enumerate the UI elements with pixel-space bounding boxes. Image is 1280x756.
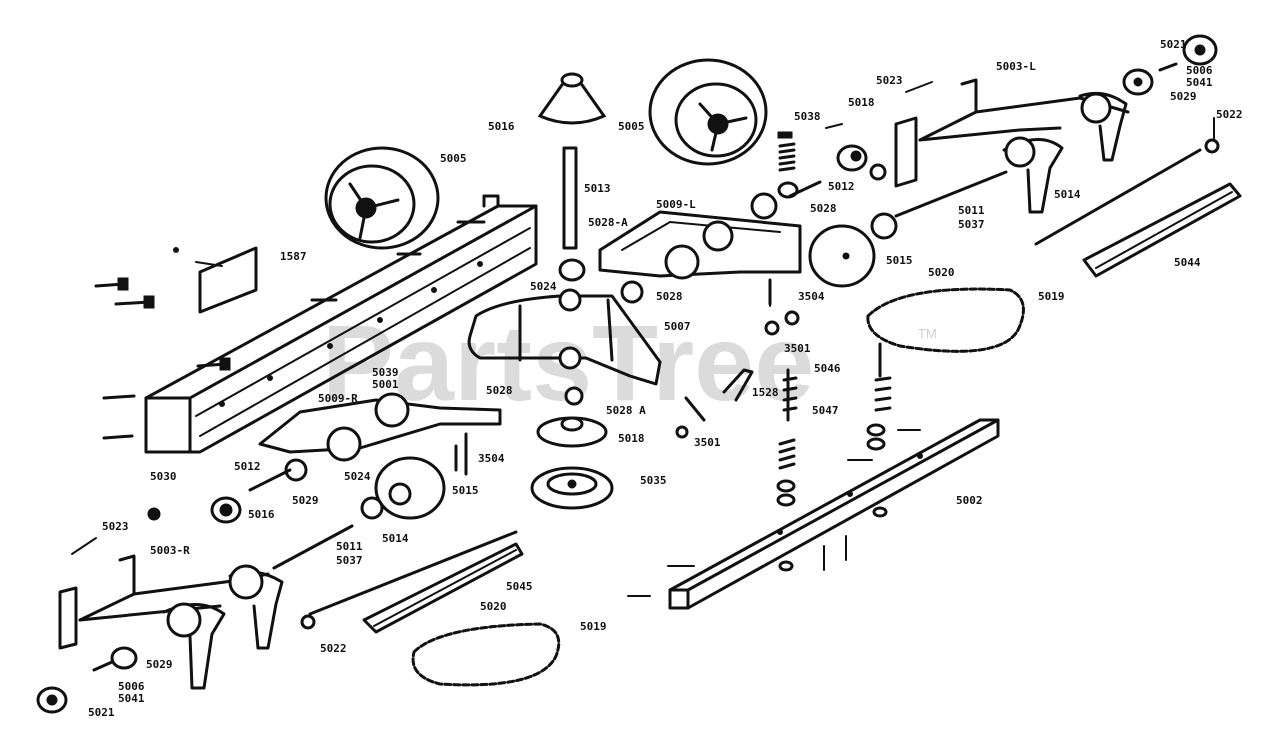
label-5009-R: 5009-R	[318, 392, 358, 405]
washer-stack[interactable]	[776, 423, 921, 572]
label-5012-left: 5012	[234, 460, 261, 473]
label-5022-top: 5022	[1216, 108, 1243, 121]
bar-5002[interactable]	[627, 418, 1000, 610]
label-5024-left: 5024	[344, 470, 371, 483]
label-5024-top: 5024	[530, 280, 557, 293]
label-5039-top: 5039	[372, 366, 399, 379]
parts-bottom-left[interactable]	[36, 537, 316, 714]
label-5019-left: 5019	[580, 620, 607, 633]
label-3501-bottom: 3501	[694, 436, 721, 449]
label-5028-A-mid: 5028 A	[606, 404, 646, 417]
label-5037-left: 5037	[336, 554, 363, 567]
label-5029-top: 5029	[1170, 90, 1197, 103]
label-5029-mid: 5029	[292, 494, 319, 507]
wheel-5005-right[interactable]	[648, 58, 768, 166]
label-5005-right: 5005	[618, 120, 645, 133]
label-5006-top: 5006	[1186, 64, 1213, 77]
label-5016-left: 5016	[248, 508, 275, 521]
label-5037-right: 5037	[958, 218, 985, 231]
spring-5018-top[interactable]	[750, 123, 1008, 240]
label-5028-mid: 5028	[486, 384, 513, 397]
pins-center[interactable]	[454, 278, 772, 476]
label-5018-center: 5018	[618, 432, 645, 445]
label-5011-right: 5011	[958, 204, 985, 217]
label-5028-center: 5028	[656, 290, 683, 303]
label-5011-left: 5011	[336, 540, 363, 553]
label-5038: 5038	[794, 110, 821, 123]
label-5007: 5007	[664, 320, 691, 333]
label-5014-right: 5014	[1054, 188, 1081, 201]
frame-5009-L[interactable]	[598, 210, 802, 280]
label-5028-top: 5028	[810, 202, 837, 215]
link-5007[interactable]	[467, 288, 662, 386]
frame-5003-L[interactable]	[894, 78, 1130, 214]
label-5014-left: 5014	[382, 532, 409, 545]
pulley-5015-right[interactable]	[808, 224, 876, 288]
label-5047: 5047	[812, 404, 839, 417]
label-5022-left: 5022	[320, 642, 347, 655]
label-5030: 5030	[150, 470, 177, 483]
label-5029-bottom: 5029	[146, 658, 173, 671]
label-5001: 5001	[372, 378, 399, 391]
frame-5009-R[interactable]	[258, 392, 502, 462]
label-5020-left: 5020	[480, 600, 507, 613]
pulley-5035[interactable]	[530, 466, 614, 510]
label-1587: 1587	[280, 250, 307, 263]
label-5016-top: 5016	[488, 120, 515, 133]
label-5041-bottom: 5041	[118, 692, 145, 705]
label-5041-top: 5041	[1186, 76, 1213, 89]
label-5018-top: 5018	[848, 96, 875, 109]
bolt-set-left[interactable]	[94, 220, 486, 440]
belt-5045-left[interactable]	[308, 530, 524, 634]
label-5044: 5044	[1174, 256, 1201, 269]
pulley-5015-left[interactable]	[374, 456, 446, 520]
label-5003-R: 5003-R	[150, 544, 190, 557]
label-5019-right: 5019	[1038, 290, 1065, 303]
belt-5044-right[interactable]	[1034, 148, 1242, 278]
wheel-5005-left[interactable]	[324, 146, 440, 250]
label-5035: 5035	[640, 474, 667, 487]
label-5015-left: 5015	[452, 484, 479, 497]
shaft-5011-left[interactable]	[272, 524, 354, 570]
label-5013: 5013	[584, 182, 611, 195]
label-3504-left: 3504	[478, 452, 505, 465]
label-5009-L: 5009-L	[656, 198, 696, 211]
label-5012-top: 5012	[828, 180, 855, 193]
label-5046: 5046	[814, 362, 841, 375]
chain-5019-left[interactable]	[411, 622, 561, 687]
chain-5019-right[interactable]	[866, 287, 1025, 353]
label-3504-right: 3504	[798, 290, 825, 303]
parts-left-center[interactable]	[147, 458, 384, 524]
bracket-1587[interactable]	[173, 246, 258, 314]
label-5023-top: 5023	[876, 74, 903, 87]
cone-5018-center[interactable]	[536, 416, 608, 448]
label-1528: 1528	[752, 386, 779, 399]
label-5023-left: 5023	[102, 520, 129, 533]
shaft-5013[interactable]	[558, 146, 586, 282]
label-5020-right: 5020	[928, 266, 955, 279]
label-5021-top: 5021	[1160, 38, 1187, 51]
label-5045: 5045	[506, 580, 533, 593]
label-5002: 5002	[956, 494, 983, 507]
label-5003-L: 5003-L	[996, 60, 1036, 73]
frame-rail[interactable]	[144, 194, 538, 454]
watermark-tm: TM	[918, 326, 937, 341]
label-5006-bottom: 5006	[118, 680, 145, 693]
cone-5016-top[interactable]	[537, 72, 607, 125]
label-5021-bottom: 5021	[88, 706, 115, 719]
washers-center[interactable]	[564, 280, 800, 406]
label-3501-top: 3501	[784, 342, 811, 355]
frame-5003-R[interactable]	[58, 554, 284, 690]
spring-5046[interactable]	[778, 342, 892, 470]
label-5015-right: 5015	[886, 254, 913, 267]
parts-top-right[interactable]	[905, 34, 1220, 154]
label-5005-left: 5005	[440, 152, 467, 165]
part-labels: 5021 5006 5041 5029 5022 5023 5003-L 501…	[88, 38, 1243, 719]
label-5028-A-top: 5028-A	[588, 216, 628, 229]
